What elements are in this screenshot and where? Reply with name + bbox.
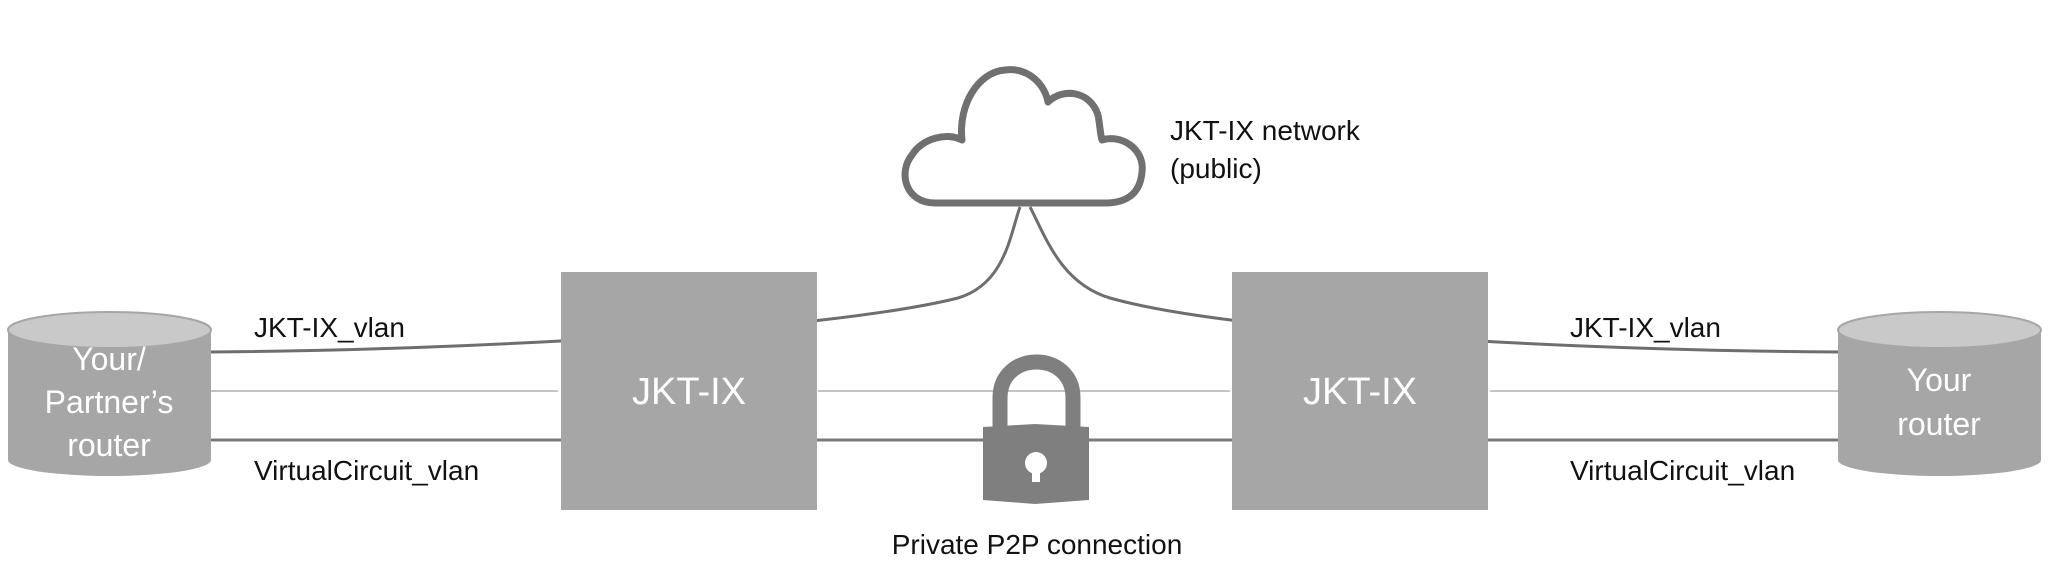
left-public-vlan-label: JKT-IX_vlan bbox=[254, 312, 405, 343]
exchange-box-left-label: JKT-IX bbox=[632, 371, 746, 413]
right-router-label-line2: router bbox=[1897, 406, 1981, 442]
left-router: Your/ Partner’s router bbox=[7, 311, 212, 476]
public-link-left bbox=[210, 206, 1022, 354]
cloud-label-line1: JKT-IX network bbox=[1170, 115, 1361, 146]
exchange-box-right: JKT-IX bbox=[1232, 272, 1488, 510]
left-router-label-line2: Partner’s bbox=[45, 384, 174, 420]
private-connection-label: Private P2P connection bbox=[892, 529, 1183, 560]
left-router-label-line3: router bbox=[67, 427, 151, 463]
cloud-icon bbox=[901, 66, 1146, 207]
right-router: Your router bbox=[1837, 311, 2042, 476]
right-public-vlan-label: JKT-IX_vlan bbox=[1570, 312, 1721, 343]
left-router-label-line1: Your/ bbox=[72, 341, 146, 377]
exchange-box-right-label: JKT-IX bbox=[1303, 371, 1417, 413]
right-router-label-line1: Your bbox=[1907, 362, 1972, 398]
left-private-vlan-label: VirtualCircuit_vlan bbox=[254, 455, 479, 486]
cloud-label-line2: (public) bbox=[1170, 153, 1262, 184]
lock-icon bbox=[983, 354, 1089, 504]
right-private-vlan-label: VirtualCircuit_vlan bbox=[1570, 455, 1795, 486]
exchange-box-left: JKT-IX bbox=[561, 272, 817, 510]
